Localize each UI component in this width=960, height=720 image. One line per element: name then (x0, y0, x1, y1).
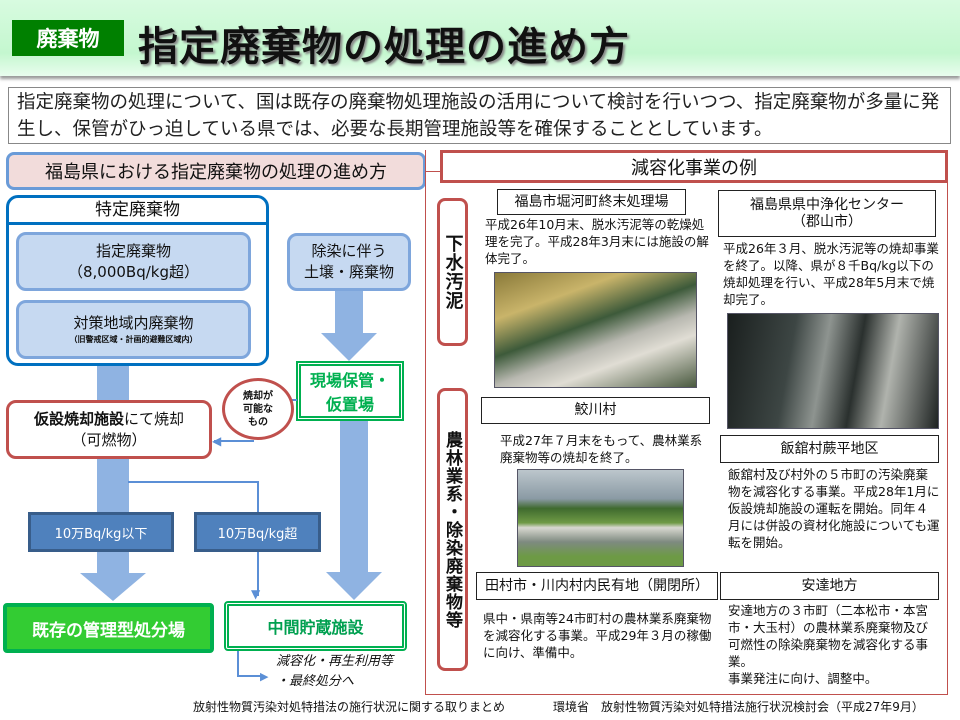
arrow-left-icon: ◀ (212, 434, 222, 448)
countermeasure-waste-box: 対策地域内廃棄物 （旧警戒区域・計画的避難区域内） (16, 300, 251, 359)
incinerable-line3: もの (248, 416, 268, 428)
example-name: 福島市堀河町終末処理場 (497, 189, 686, 215)
arrow-line (214, 440, 254, 442)
examples-title: 減容化事業の例 (440, 150, 948, 183)
footer-source-left: 放射性物質汚染対処特措法の施行状況に関する取りまとめ (193, 700, 506, 714)
interim-note: 減容化・再生利用等 ・最終処分へ (276, 652, 393, 692)
footer-source-right: 環境省 放射性物質汚染対処特措法施行状況検討会（平成27年9月） (553, 700, 924, 714)
note-line1: 減容化・再生利用等 (276, 654, 394, 669)
arrow-right-icon: ▶ (260, 670, 269, 683)
example-desc: 平成27年７月末をもって、農林業系廃棄物等の焼却を終了。 (500, 433, 703, 465)
example-desc-main: 安達地方の３市町（二本松市・本宮市・大玉村）の農林業系廃棄物及び可燃性の除染廃棄… (728, 603, 929, 669)
example-desc: 平成26年10月末、脱水汚泥等の乾燥処理を完了。平成28年3月末には施設の解体完… (485, 217, 709, 266)
above-threshold-label: 10万Bq/kg超 (194, 512, 321, 552)
designated-waste-box: 指定廃棄物 （8,000Bq/kg超） (16, 232, 251, 291)
flow-title: 福島県における指定廃棄物の処理の進め方 (6, 152, 426, 190)
incinerable-line2: 可能な (243, 403, 273, 415)
arrow-down-icon: ▼ (251, 587, 261, 601)
example-name: 福島県県中浄化センター（郡山市） (718, 190, 936, 237)
onsite-line1: 現場保管・ (309, 371, 390, 390)
example-name: 飯舘村蕨平地区 (720, 435, 939, 463)
arrow-head (80, 573, 146, 601)
onsite-storage-box: 現場保管・ 仮置場 (296, 361, 404, 421)
page-title: 指定廃棄物の処理の進め方 (138, 24, 630, 70)
example-name: 田村市・川内村内民有地（開閉所） (476, 572, 718, 600)
note-line2: ・最終処分へ (276, 674, 355, 689)
temp-incin-note: （可燃物） (71, 430, 147, 449)
connector-line (426, 171, 440, 172)
countermeasure-note: （旧警戒区域・計画的避難区域内） (69, 335, 198, 344)
group-title: 特定廃棄物 (9, 198, 266, 225)
intro-text: 指定廃棄物の処理について、国は既存の廃棄物処理施設の活用について検討を行いつつ、… (8, 87, 951, 144)
example-desc: 飯舘村及び村外の５市町の汚染廃棄物を減容化する事業。平成28年1月に仮設焼却施設… (728, 467, 940, 550)
arrow-shaft (335, 291, 363, 333)
designated-threshold: （8,000Bq/kg超） (67, 262, 200, 281)
example-desc-status: 事業発注に向け、調整中。 (728, 671, 878, 686)
arrow-head (321, 333, 377, 361)
category-badge: 廃棄物 (12, 20, 124, 56)
decon-waste-box: 除染に伴う 土壌・廃棄物 (287, 233, 411, 291)
example-name: 鮫川村 (481, 397, 710, 424)
designated-label: 指定廃棄物 (95, 241, 171, 260)
category-agri-decon: 農林業系・除染廃棄物等 (437, 388, 468, 671)
branch-line (128, 481, 259, 483)
branch-line (257, 481, 259, 514)
header-banner (0, 0, 960, 76)
onsite-line2: 仮置場 (325, 395, 374, 414)
example-desc: 平成26年３月、脱水汚泥等の焼却事業を終了。以降、県が８千Bq/kg以下の焼却処… (723, 241, 939, 307)
temp-incin-facility: 仮設焼却施設 (33, 409, 124, 428)
photo-incinerator (727, 313, 939, 429)
decon-line2: 土壌・廃棄物 (303, 263, 394, 281)
arrow-line (237, 675, 264, 677)
example-name: 安達地方 (720, 572, 939, 600)
examples-panel (425, 150, 948, 695)
photo-sludge-dryer (494, 272, 697, 388)
example-desc: 安達地方の３市町（二本松市・本宮市・大玉村）の農林業系廃棄物及び可燃性の除染廃棄… (728, 602, 940, 687)
temp-incin-action: にて焼却 (124, 409, 185, 428)
decon-line1: 除染に伴う (311, 242, 387, 260)
incinerable-line1: 焼却が (243, 390, 273, 402)
temp-incineration-box: 仮設焼却施設にて焼却 （可燃物） (6, 400, 212, 459)
photo-samegawa-facility (517, 469, 684, 567)
incinerable-circle: 焼却が 可能な もの (222, 378, 294, 440)
existing-landfill-box: 既存の管理型処分場 (3, 603, 214, 653)
arrow-line (257, 552, 259, 596)
arrow-head (326, 572, 382, 600)
example-desc: 県中・県南等24市町村の農林業系廃棄物を減容化する事業。平成29年３月の稼働に向… (483, 611, 712, 660)
interim-storage-box: 中間貯蔵施設 (224, 601, 407, 651)
below-threshold-label: 10万Bq/kg以下 (28, 512, 174, 552)
countermeasure-label: 対策地域内廃棄物 (73, 314, 194, 332)
arrow-shaft (97, 360, 129, 405)
arrow-line (237, 651, 239, 676)
arrow-shaft (340, 421, 368, 573)
category-sewage-sludge: 下水汚泥 (437, 198, 468, 346)
